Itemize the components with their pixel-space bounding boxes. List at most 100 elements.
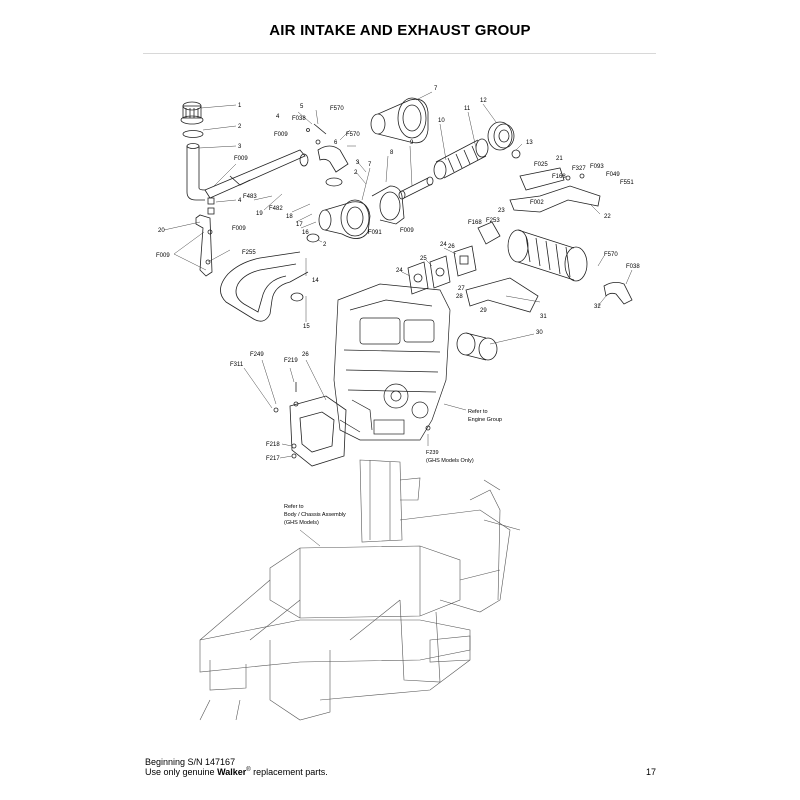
callout: 15 [303,324,310,330]
mount-bracket [204,149,306,199]
callout: F253 [486,218,500,224]
callout: 26 [448,244,455,250]
callout: F219 [284,358,298,364]
callout: 29 [480,308,487,314]
callout: 24 [440,242,447,248]
callout: 28 [456,294,463,300]
callout: 2 [323,242,327,248]
callout: 8 [390,150,394,156]
callout: F217 [266,456,280,462]
engine-reference-note: Refer to [468,409,488,415]
oil-filter [456,332,498,361]
title-divider [143,53,656,54]
callout: 7 [368,162,372,168]
callout: F025 [534,162,548,168]
callout: 2 [238,124,242,130]
callout: 4 [238,198,242,204]
footer-brand: Walker [217,767,247,777]
callout: 5 [300,104,304,110]
footer-serial: Beginning S/N 147167 [145,757,236,767]
callout: F038 [292,116,306,122]
spacer [207,197,215,205]
callout: F002 [530,200,544,206]
intake-hose [220,251,309,322]
callout: 6 [334,140,338,146]
callout: 12 [480,98,487,104]
callout: 3 [356,160,360,166]
footer-parts-note: Use only genuine Walker® replacement par… [145,767,328,777]
callout: F311 [230,362,244,368]
callout: 7 [434,86,438,92]
reference-notes: Refer to Engine Group F239 (GHS Models O… [284,409,502,526]
vacuator-valve [511,149,521,159]
callout: F255 [242,250,256,256]
outer-filter [433,138,489,180]
side-bracket [195,214,213,277]
callout: F551 [620,180,634,186]
callout: 20 [158,228,165,234]
elbow-hose [317,145,349,173]
callout: 11 [464,106,471,112]
callout: F009 [232,226,246,232]
callout: F009 [400,228,414,234]
callout: F009 [274,132,288,138]
footer-registered-mark: ® [246,767,251,773]
exhaust-gasket-a [407,261,429,295]
hose-clamp [290,292,304,302]
callout: F483 [243,194,257,200]
band-clamp [182,130,204,138]
exhaust-gasket-b [429,255,451,289]
callout: 26 [302,352,309,358]
muffler-bracket [509,185,601,213]
chassis-frame [199,459,521,721]
callout: 21 [556,156,563,162]
muffler-mount-plate [519,167,565,191]
callout: 27 [458,286,465,292]
callout: 9 [410,140,414,146]
callout: F049 [606,172,620,178]
callout: F168 [468,220,482,226]
callout: F093 [590,164,604,170]
end-cap [487,121,515,151]
callout: 2 [354,170,358,176]
callout: 19 [256,211,263,217]
callout: 31 [540,314,547,320]
engine [333,283,451,441]
callout: 14 [312,278,319,284]
engine-reference-note: Engine Group [468,417,502,423]
body-reference-note: Refer to [284,504,304,510]
callout: 24 [396,268,403,274]
callout: F570 [604,252,618,258]
callout: F249 [250,352,264,358]
precleaner-cap [180,101,204,125]
callout-labels: 1 2 3 F009 4 F483 F482 19 18 17 16 20 F0… [156,86,640,462]
callout: F168 [552,174,566,180]
callout: F570 [330,106,344,112]
callout: 3 [238,144,242,150]
callout: F009 [156,253,170,259]
callout: 4 [276,114,280,120]
muffler [507,229,588,282]
mount-band [371,185,405,225]
callout: F218 [266,442,280,448]
body-reference-note: Body / Chassis Assembly [284,512,346,518]
callout: 1 [238,103,242,109]
callout: 32 [594,304,601,310]
callout: F570 [346,132,360,138]
ghs-part-note: (GHS Models Only) [426,458,474,464]
intake-tube [186,146,206,201]
ghs-part-note: F239 [426,450,439,456]
callout: F327 [572,166,586,172]
exhaust-elbow [477,221,501,245]
callout: 25 [420,256,427,262]
callout: F091 [368,230,382,236]
callout: 17 [296,222,303,228]
footer-prefix: Use only genuine [145,767,218,777]
callout: 16 [302,230,309,236]
tail-pipe [603,282,633,305]
air-cleaner-lower [318,199,371,239]
engine-guard-plate [273,395,347,467]
diagram-drawing [163,91,633,721]
callout: 23 [498,208,505,214]
